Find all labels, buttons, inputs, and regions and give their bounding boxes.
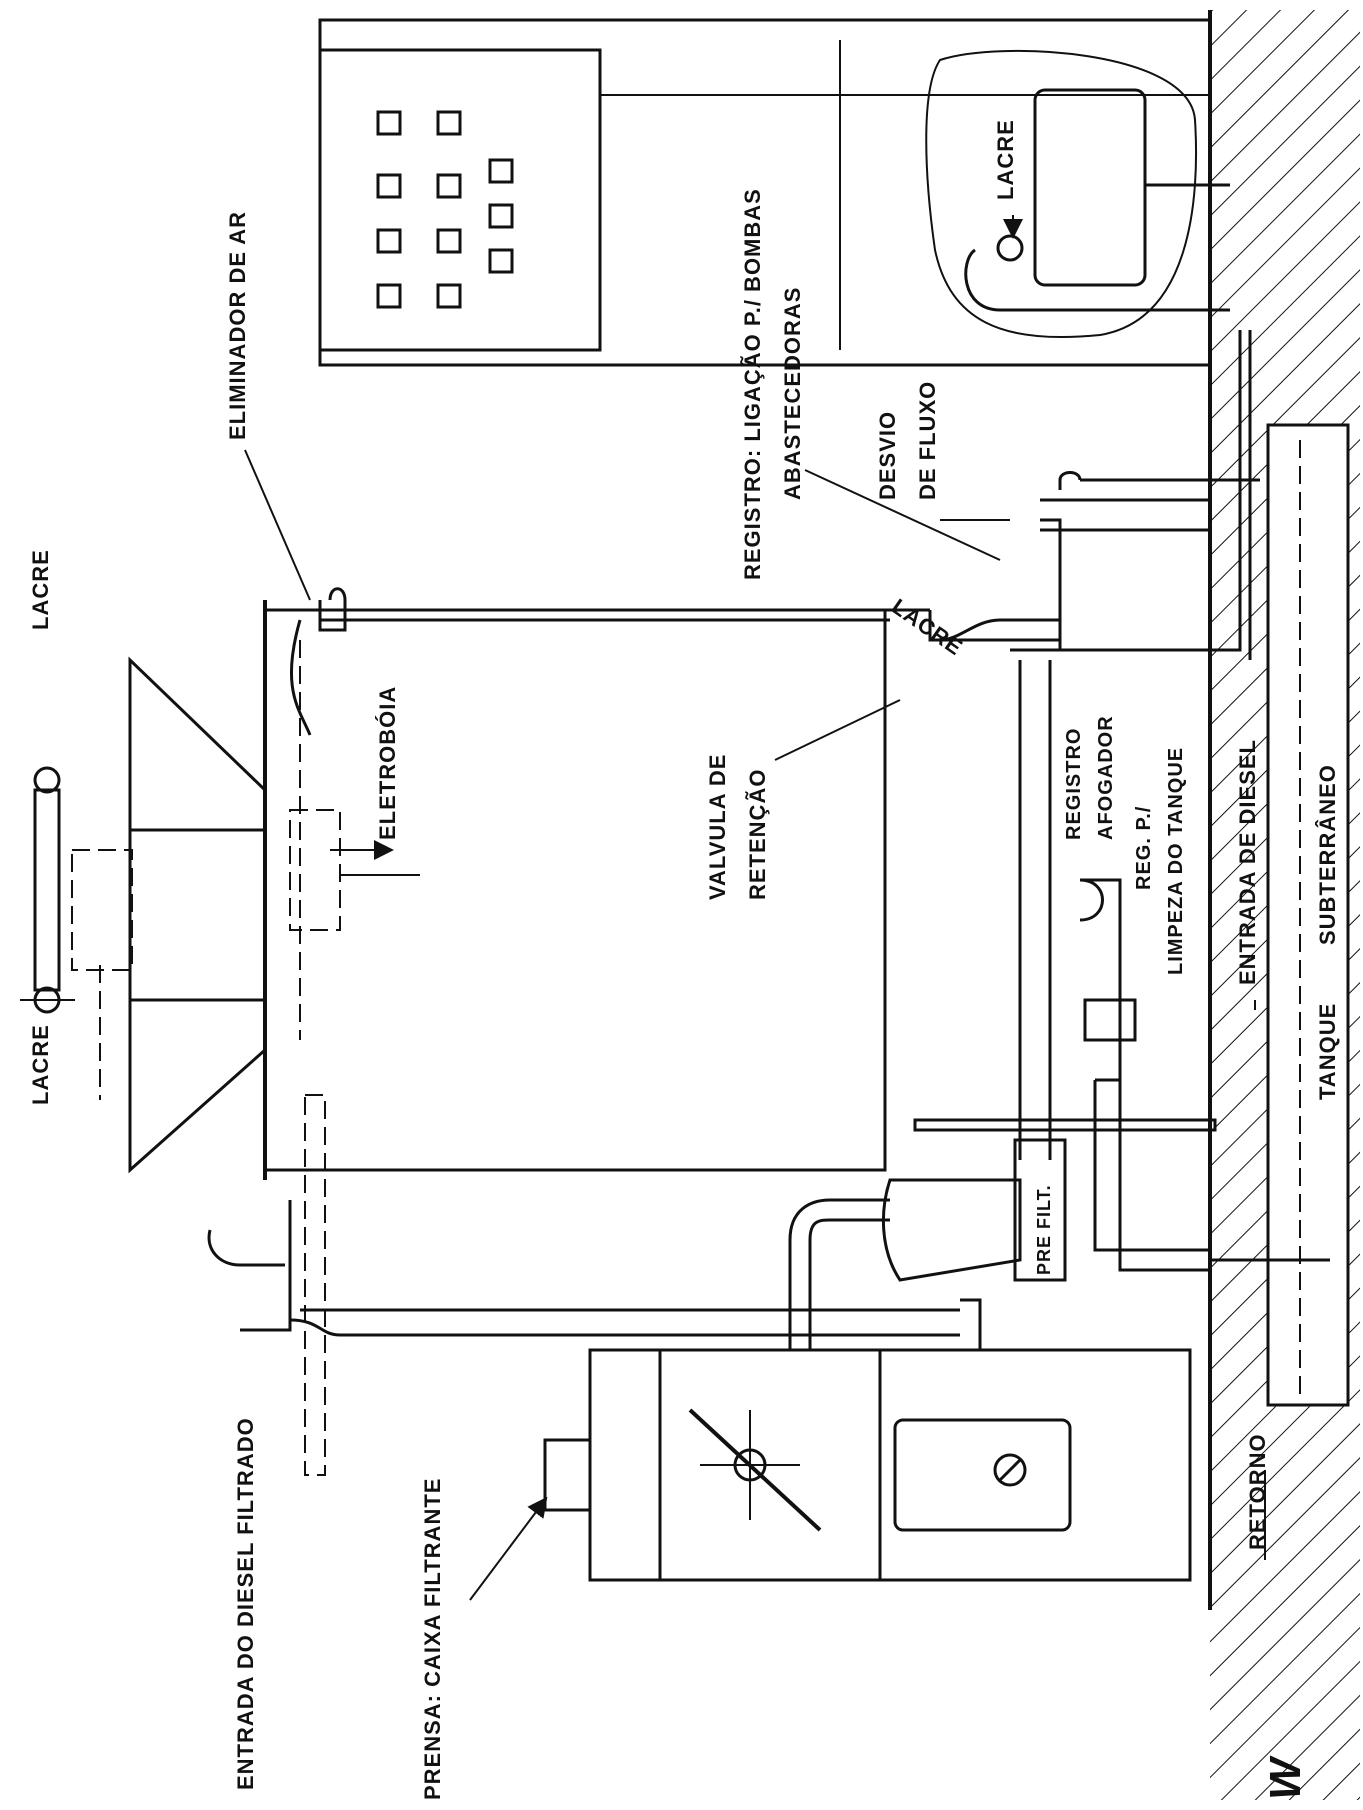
label-registro-line1: REGISTRO: LIGAÇÃO P./ BOMBAS	[740, 188, 765, 580]
label-eliminador-de-ar: ELIMINADOR DE AR	[225, 211, 250, 440]
control-panel	[318, 18, 1212, 367]
main-tank	[263, 600, 887, 1476]
label-desvio-line1: DESVIO	[875, 411, 900, 500]
label-prensa-caixa-filtrante: PRENSA: CAIXA FILTRANTE	[420, 1478, 445, 1800]
piping	[318, 330, 1330, 1272]
label-desvio-line2: DE FLUXO	[915, 381, 940, 500]
label-registro-afogador-line1: REGISTRO	[1063, 728, 1085, 840]
label-pre-filt: PRE FILT.	[1034, 1184, 1054, 1275]
signature-mark: W	[1261, 1755, 1310, 1800]
label-valvula-line1: VALVULA DE	[705, 754, 730, 900]
inlet-pipe	[207, 1200, 982, 1350]
label-registro-line2: ABASTECEDORAS	[780, 287, 805, 500]
label-eletroboia: ELETROBÓIA	[375, 686, 400, 840]
label-lacre-top-right: LACRE	[28, 549, 53, 630]
label-lacre-right: LACRE	[993, 119, 1018, 200]
label-valvula-line2: RETENÇÃO	[745, 769, 770, 900]
label-retorno: RETORNO	[1245, 1433, 1270, 1550]
label-subterraneo: SUBTERRÂNEO	[1315, 764, 1340, 945]
ground-wall	[1208, 10, 1360, 1800]
label-reg-limpeza-line1: REG. P./	[1133, 806, 1155, 890]
label-registro-afogador-line2: AFOGADOR	[1095, 715, 1117, 840]
label-tanque: TANQUE	[1315, 1003, 1340, 1100]
leader-lines	[244, 215, 1266, 1601]
label-entrada-diesel-filtrado: ENTRADA DO DIESEL FILTRADO	[233, 1417, 258, 1790]
label-reg-limpeza-line2: LIMPEZA DO TANQUE	[1165, 747, 1187, 975]
pump-box	[925, 49, 1230, 339]
air-eliminator-gauge	[20, 656, 267, 1174]
label-lacre-mid: LACRE	[887, 594, 968, 661]
panel-buttons	[376, 110, 514, 309]
labels: LACRE LACRE ELIMINADOR DE AR ELETROBÓIA …	[28, 119, 1340, 1800]
filter-press	[543, 1198, 1192, 1582]
pre-filter	[882, 1118, 1217, 1282]
label-lacre-top-left: LACRE	[28, 1024, 53, 1105]
label-entrada-de-diesel: ENTRADA DE DIESEL	[1235, 739, 1260, 985]
